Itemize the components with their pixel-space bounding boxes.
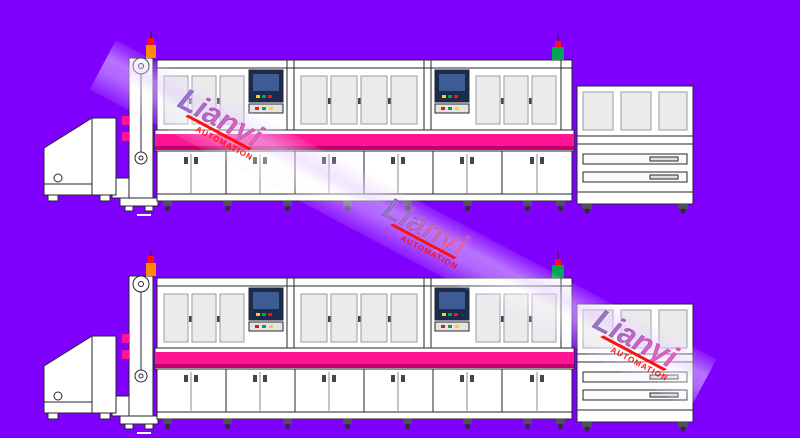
production-line-1 [43, 31, 694, 216]
production-line-2 [43, 249, 694, 434]
